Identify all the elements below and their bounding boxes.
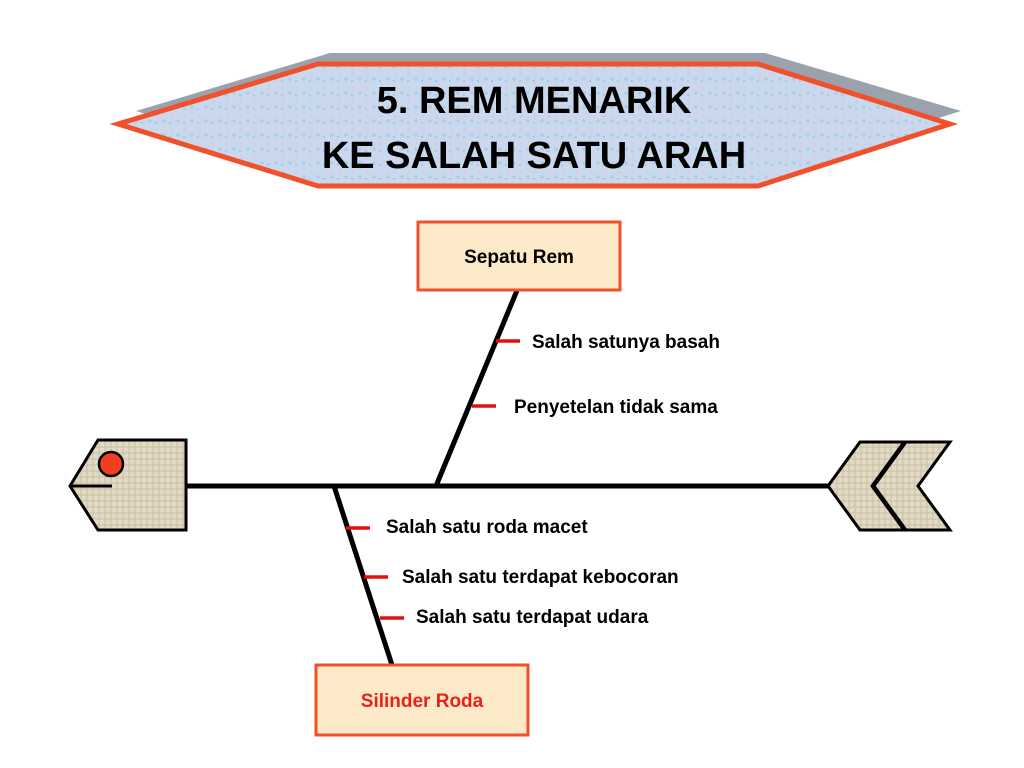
fish-tail-icon: [826, 440, 953, 532]
bone-sepatu-rem: [433, 287, 521, 487]
cause-silinder-roda-2: Salah satu terdapat kebocoran: [364, 567, 679, 588]
cause-label: Salah satu terdapat udara: [416, 607, 649, 628]
fish-eye-icon: [97, 450, 125, 478]
fish-head-icon: [68, 438, 188, 532]
cause-label: Salah satu roda macet: [386, 517, 588, 538]
category-box-sepatu-rem: Sepatu Rem: [416, 220, 622, 292]
title-banner: 5. REM MENARIK KE SALAH SATU ARAH: [109, 53, 961, 189]
category-label-sepatu-rem: Sepatu Rem: [464, 247, 574, 268]
cause-silinder-roda-1: Salah satu roda macet: [346, 517, 588, 538]
bone-silinder-roda: [331, 485, 395, 666]
category-box-silinder-roda: Silinder Roda: [314, 663, 530, 737]
cause-sepatu-rem-2: Penyetelan tidak sama: [472, 397, 718, 418]
cause-label: Salah satunya basah: [532, 332, 720, 353]
cause-sepatu-rem-1: Salah satunya basah: [496, 332, 720, 353]
cause-label: Salah satu terdapat kebocoran: [402, 567, 679, 588]
title-banner-shape: [109, 61, 959, 189]
category-label-silinder-roda: Silinder Roda: [361, 691, 484, 712]
title-line-1: 5. REM MENARIK: [377, 80, 692, 122]
cause-silinder-roda-3: Salah satu terdapat udara: [380, 607, 649, 628]
cause-label: Penyetelan tidak sama: [514, 397, 718, 418]
title-line-2: KE SALAH SATU ARAH: [322, 135, 746, 177]
